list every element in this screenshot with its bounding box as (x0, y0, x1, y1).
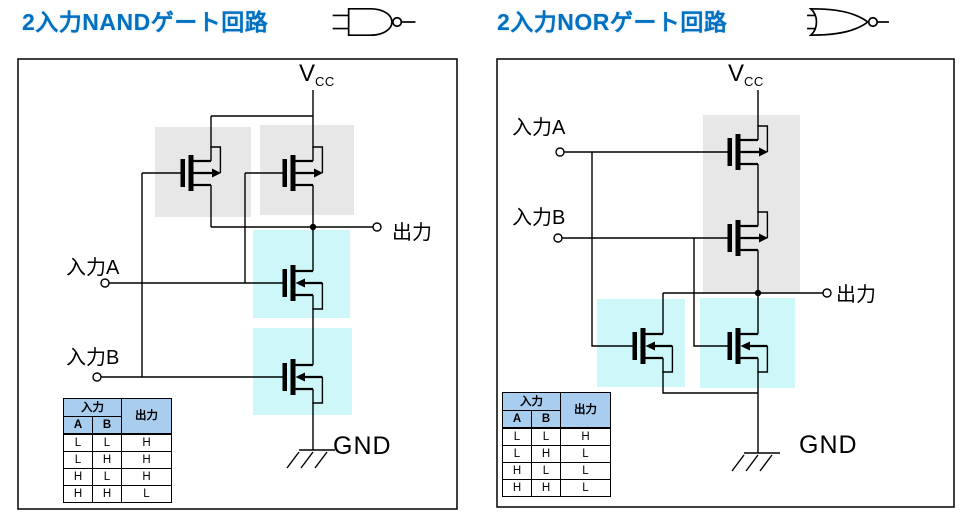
cell: L (63, 451, 93, 469)
table-row: L L H (502, 427, 611, 446)
nand-panel-border (17, 58, 458, 510)
table-row: L H H (63, 451, 172, 469)
nmos-highlight-boxes (597, 298, 795, 388)
nor-circuit-diagram (496, 58, 955, 508)
cell: H (531, 479, 561, 497)
nand-panel-title: 2入力NANDゲート回路 (22, 9, 269, 35)
cell: H (63, 485, 93, 503)
nor-panel-title: 2入力NORゲート回路 (497, 9, 728, 35)
table-header-b: B (531, 410, 561, 429)
cell: H (92, 451, 122, 469)
cell: L (531, 462, 561, 480)
gnd-symbol (731, 452, 780, 472)
input-b-label: 入力B (66, 347, 120, 369)
table-row: H L H (63, 468, 172, 486)
table-header-input: 入力 (63, 398, 122, 417)
input-a-label: 入力A (512, 117, 566, 139)
nor-panel-border (496, 58, 955, 508)
table-header-input: 入力 (502, 392, 561, 411)
vcc-text: V (728, 60, 745, 87)
nor-truth-table: 入力 出力 A B L L H L H L H (502, 392, 611, 497)
cell: L (502, 427, 532, 446)
cell: H (121, 468, 172, 486)
cell: L (560, 445, 611, 463)
input-b-terminal (92, 372, 102, 382)
input-b-terminal (553, 233, 563, 243)
cell: L (121, 485, 172, 503)
input-a-terminal (555, 147, 565, 157)
table-row: L H L (502, 445, 611, 463)
output-terminal (822, 288, 832, 298)
table-header-output: 出力 (121, 398, 172, 435)
nand-circuit-diagram (17, 58, 458, 510)
cell: H (502, 479, 532, 497)
output-node-dot (754, 289, 762, 297)
nor-wires (562, 90, 823, 453)
pmos-highlight-boxes (703, 115, 800, 294)
vcc-label: VCC (299, 60, 335, 89)
gnd-label: GND (799, 431, 858, 459)
cell: L (92, 433, 122, 452)
nand-gate-icon (332, 7, 416, 37)
cell: H (560, 427, 611, 446)
cell: H (92, 485, 122, 503)
output-label: 出力 (836, 284, 876, 306)
cell: H (121, 451, 172, 469)
table-header-a: A (63, 416, 93, 435)
nor-circuit-box: 入力 出力 A B L L H L H L H (496, 58, 955, 508)
input-a-terminal (100, 278, 110, 288)
table-row: L L H (63, 433, 172, 452)
output-label: 出力 (392, 222, 432, 244)
cell: H (63, 468, 93, 486)
vcc-subscript: CC (744, 74, 764, 89)
cell: L (63, 433, 93, 452)
nand-circuit-box: 入力 出力 A B L L H L H H H (17, 58, 458, 510)
table-header-b: B (92, 416, 122, 435)
table-header-output: 出力 (560, 392, 611, 429)
nand-wires (101, 90, 373, 450)
nand-truth-table: 入力 出力 A B L L H L H H H (63, 398, 172, 503)
vcc-subscript: CC (315, 74, 335, 89)
input-b-label: 入力B (512, 207, 566, 229)
input-a-label: 入力A (66, 257, 120, 279)
cell: H (502, 462, 532, 480)
nmos-highlight-boxes (253, 230, 352, 415)
cell: H (531, 445, 561, 463)
cell: H (121, 433, 172, 452)
cell: L (560, 462, 611, 480)
table-header-a: A (502, 410, 532, 429)
pmos-highlight-boxes (155, 125, 354, 217)
gnd-label: GND (333, 432, 392, 460)
table-row: H L L (502, 462, 611, 480)
cell: L (560, 479, 611, 497)
output-terminal (372, 222, 382, 232)
cell: L (92, 468, 122, 486)
vcc-label: VCC (728, 60, 764, 89)
cell: L (531, 427, 561, 446)
table-row: H H L (63, 485, 172, 503)
table-row: H H L (502, 479, 611, 497)
vcc-text: V (299, 60, 316, 87)
nor-gate-icon (807, 7, 889, 37)
output-node-dot (309, 223, 317, 231)
cell: L (502, 445, 532, 463)
gnd-symbol (286, 449, 335, 469)
